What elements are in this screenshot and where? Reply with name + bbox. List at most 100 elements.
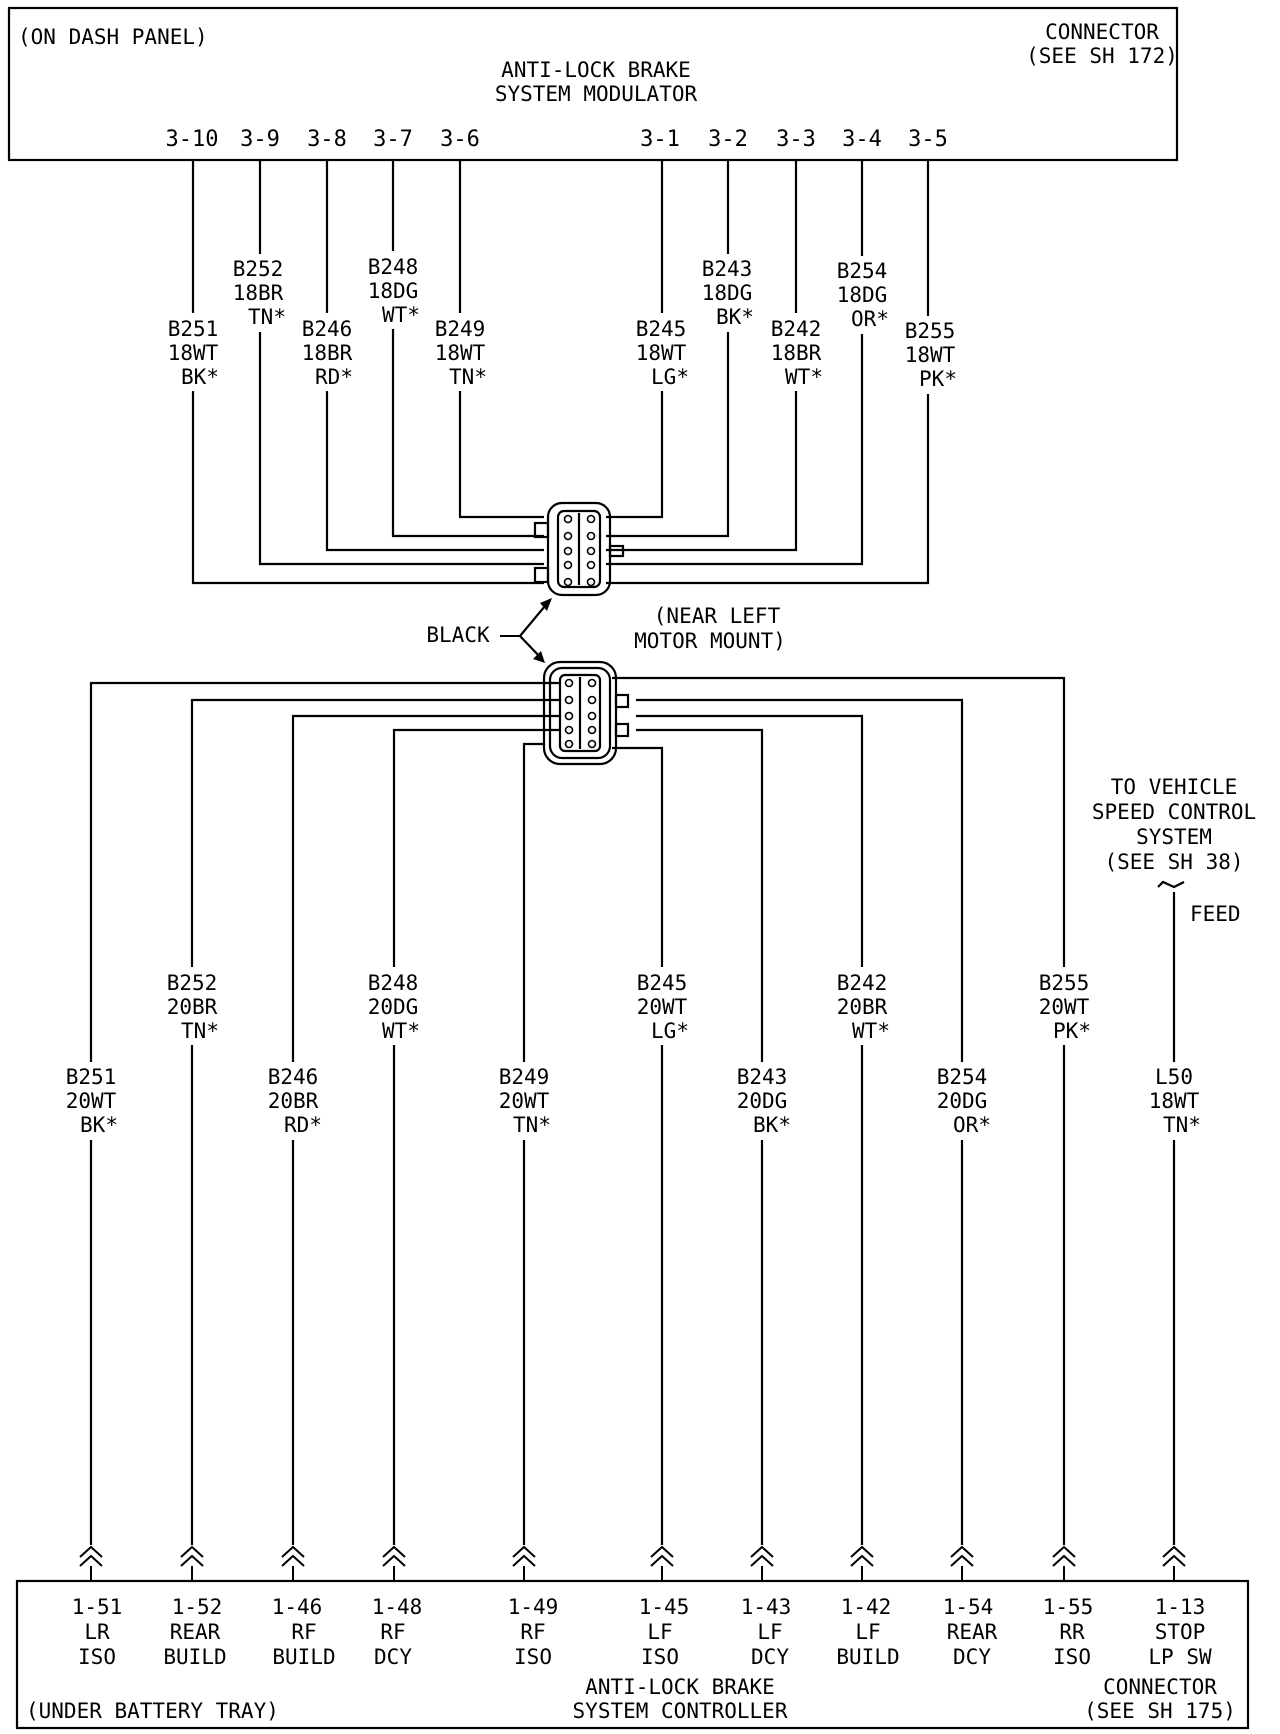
wire-circuit: B248: [368, 255, 419, 279]
controller-title-1: ANTI-LOCK BRAKE: [585, 1675, 775, 1699]
controller-pin-function: DCY: [751, 1645, 789, 1669]
wire-color: OR*: [851, 307, 889, 331]
wire-color: PK*: [919, 367, 957, 391]
wire-color: TN*: [248, 305, 286, 329]
wire-gauge: 18WT: [168, 341, 219, 365]
lower-inline-connector: [542, 660, 630, 766]
wire-circuit: B252: [233, 257, 284, 281]
wire-circuit: B242: [837, 971, 888, 995]
controller-pin-function: ISO: [514, 1645, 552, 1669]
wire-gauge: 18WT: [905, 343, 956, 367]
controller-pin-function: RR: [1059, 1620, 1085, 1644]
controller-connector-1: CONNECTOR: [1103, 1675, 1217, 1699]
wire-circuit: B251: [66, 1065, 117, 1089]
wire-gauge: 20DG: [937, 1089, 988, 1113]
wire-gauge: 20WT: [66, 1089, 117, 1113]
speed-control-2: SPEED CONTROL: [1092, 800, 1256, 824]
controller-pin-function: DCY: [953, 1645, 991, 1669]
wire-gauge: 18BR: [233, 281, 284, 305]
wire-color: LG*: [651, 365, 689, 389]
lower-wire-labels: B251 20WT BK* B252 20BR TN* B246 20BR RD…: [58, 967, 1210, 1140]
wire-color: WT*: [382, 1019, 420, 1043]
wire-gauge: 18BR: [771, 341, 822, 365]
wire-gauge: 18DG: [702, 281, 753, 305]
wire-circuit: B242: [771, 317, 822, 341]
wire-color: BK*: [181, 365, 219, 389]
modulator-pin: 3-9: [240, 127, 280, 152]
modulator-pin: 3-8: [307, 127, 347, 152]
black-leader-lower: [519, 635, 541, 658]
wire-gauge: 18WT: [435, 341, 486, 365]
wire-circuit: B246: [302, 317, 353, 341]
controller-location: (UNDER BATTERY TRAY): [26, 1699, 279, 1723]
controller-pin-function: RF: [380, 1620, 405, 1644]
modulator-pin: 3-2: [708, 127, 748, 152]
black-leader-upper: [519, 605, 546, 637]
controller-pin-number: 1-52: [172, 1595, 223, 1619]
wire-color: TN*: [1163, 1113, 1201, 1137]
wire-color: RD*: [315, 365, 353, 389]
controller-connector-2: (SEE SH 175): [1084, 1699, 1236, 1723]
controller-pin-function: REAR: [170, 1620, 221, 1644]
modulator-pin: 3-5: [908, 127, 948, 152]
speed-control-4: (SEE SH 38): [1104, 850, 1243, 874]
wire-gauge: 20WT: [499, 1089, 550, 1113]
wire-color: TN*: [181, 1019, 219, 1043]
controller-pin-number: 1-13: [1155, 1595, 1206, 1619]
controller-pin-number: 1-42: [841, 1595, 892, 1619]
wire-gauge: 18WT: [636, 341, 687, 365]
controller-pin-number: 1-46: [272, 1595, 323, 1619]
modulator-connector-2: (SEE SH 172): [1026, 44, 1178, 68]
controller-pin-function: STOP: [1155, 1620, 1206, 1644]
wire-circuit: B255: [1039, 971, 1090, 995]
wire-gauge: 20BR: [837, 995, 888, 1019]
modulator-title-2: SYSTEM MODULATOR: [495, 82, 698, 106]
wire-circuit: B254: [937, 1065, 988, 1089]
wire-circuit: B246: [268, 1065, 319, 1089]
modulator-pin: 3-3: [776, 127, 816, 152]
modulator-pin: 3-7: [373, 127, 413, 152]
wire-circuit: B245: [637, 971, 688, 995]
modulator-location: (ON DASH PANEL): [18, 25, 208, 49]
controller-pin-function: ISO: [641, 1645, 679, 1669]
upper-wire-labels: B251 18WT BK* B252 18BR TN* B246 18BR RD…: [160, 251, 962, 394]
wire-gauge: 18DG: [368, 279, 419, 303]
controller-pin-number: 1-55: [1043, 1595, 1094, 1619]
controller-pin-function: DCY: [374, 1645, 412, 1669]
wire-gauge: 20DG: [737, 1089, 788, 1113]
controller-pin-number: 1-49: [508, 1595, 559, 1619]
modulator-title-1: ANTI-LOCK BRAKE: [501, 58, 691, 82]
wire-circuit: B243: [737, 1065, 788, 1089]
wire-circuit: B255: [905, 319, 956, 343]
modulator-pin: 3-10: [166, 127, 219, 152]
connector-location-1: (NEAR LEFT: [654, 604, 781, 628]
wire-color: WT*: [382, 303, 420, 327]
lower-wiring: [89, 676, 1185, 1545]
wire-gauge: 20BR: [167, 995, 218, 1019]
controller-pin-function: BUILD: [836, 1645, 899, 1669]
modulator-box: [7, 6, 1179, 162]
upper-inline-connector: [533, 501, 625, 597]
wire-color: WT*: [785, 365, 823, 389]
controller-pin-function: LF: [855, 1620, 880, 1644]
controller-pin-function: BUILD: [163, 1645, 226, 1669]
wire-color: BK*: [716, 305, 754, 329]
wire-circuit: L50: [1155, 1065, 1193, 1089]
wire-color: RD*: [284, 1113, 322, 1137]
wire-circuit: B251: [168, 317, 219, 341]
controller-pin-function: LF: [757, 1620, 782, 1644]
wire-gauge: 20BR: [268, 1089, 319, 1113]
black-arrow-lower: [533, 651, 545, 663]
wire-circuit: B243: [702, 257, 753, 281]
black-arrow-upper: [540, 598, 552, 611]
wire-circuit: B249: [499, 1065, 550, 1089]
speed-control-1: TO VEHICLE: [1111, 775, 1237, 799]
controller-pin-function: LF: [647, 1620, 672, 1644]
wire-circuit: B245: [636, 317, 687, 341]
controller-pin-number: 1-54: [943, 1595, 994, 1619]
controller-pin-function: ISO: [78, 1645, 116, 1669]
controller-pin-number: 1-45: [639, 1595, 690, 1619]
connector-location-2: MOTOR MOUNT): [634, 629, 786, 653]
controller-box: [15, 1579, 1250, 1730]
